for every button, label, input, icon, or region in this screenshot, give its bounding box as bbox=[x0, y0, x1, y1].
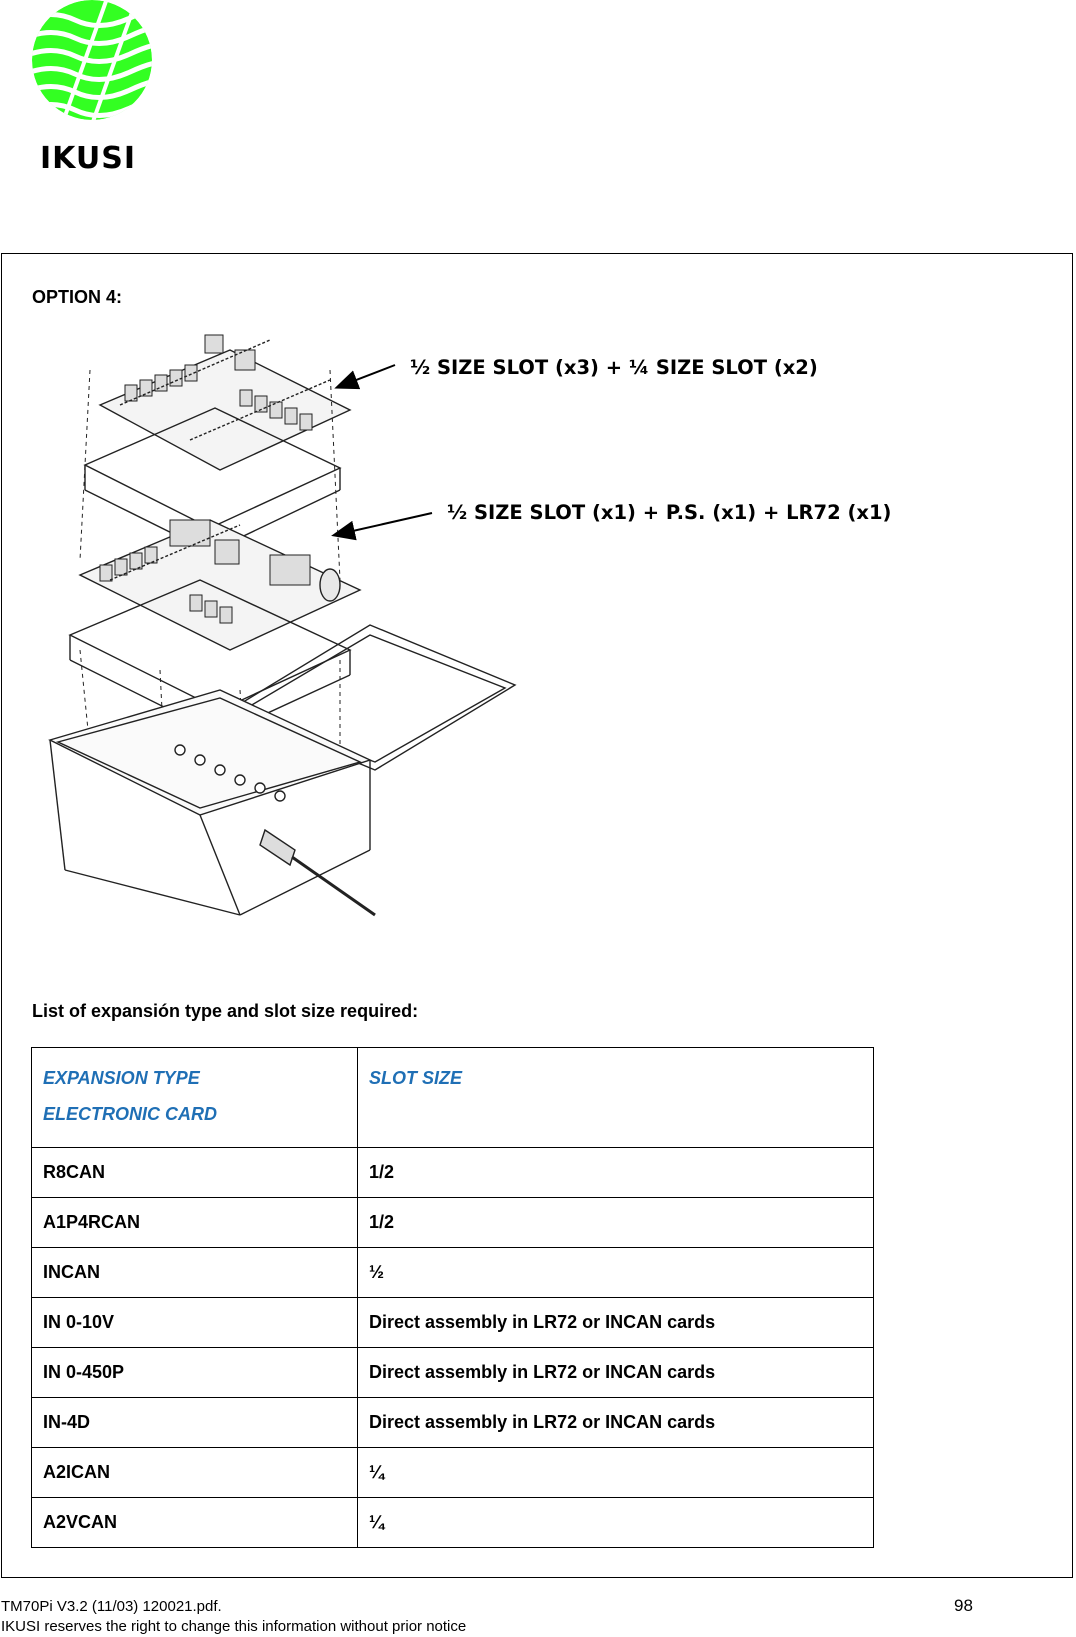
content-frame bbox=[1, 253, 1073, 1578]
ikusi-logo-mark: IKUSI bbox=[32, 0, 152, 176]
exploded-assembly-diagram bbox=[40, 330, 560, 970]
header-expansion-type-line2: ELECTRONIC CARD bbox=[43, 1104, 217, 1124]
enclosure-box bbox=[48, 689, 372, 816]
cell-type: R8CAN bbox=[31, 1147, 358, 1198]
cell-slot: 1/2 bbox=[357, 1197, 874, 1248]
table-row: IN 0-450P Direct assembly in LR72 or INC… bbox=[31, 1347, 874, 1398]
callout-middle-assembly: ½ SIZE SLOT (x1) + P.S. (x1) + LR72 (x1) bbox=[447, 501, 892, 524]
cell-type: A1P4RCAN bbox=[31, 1197, 358, 1248]
page-number: 98 bbox=[954, 1596, 973, 1615]
cell-slot: Direct assembly in LR72 or INCAN cards bbox=[357, 1397, 874, 1448]
list-title: List of expansión type and slot size req… bbox=[32, 1001, 419, 1021]
table-row: INCAN ½ bbox=[31, 1247, 874, 1298]
expansion-table: EXPANSION TYPE ELECTRONIC CARD SLOT SIZE… bbox=[31, 1047, 874, 1548]
table-row: A2ICAN ¼ bbox=[31, 1447, 874, 1498]
option-title: OPTION 4: bbox=[32, 287, 123, 307]
header-slot-size: SLOT SIZE bbox=[357, 1047, 874, 1148]
table-row: A2VCAN ¼ bbox=[31, 1497, 874, 1548]
ikusi-logo: IKUSI bbox=[30, 0, 160, 176]
table-row: IN-4D Direct assembly in LR72 or INCAN c… bbox=[31, 1397, 874, 1448]
header-expansion-type-line1: EXPANSION TYPE bbox=[43, 1068, 200, 1088]
ikusi-logo-text: IKUSI bbox=[40, 141, 136, 175]
cell-slot: ¼ bbox=[357, 1497, 874, 1548]
footer-doc-ref: TM70Pi V3.2 (11/03) 120021.pdf. bbox=[1, 1598, 222, 1615]
table-row: IN 0-10V Direct assembly in LR72 or INCA… bbox=[31, 1297, 874, 1348]
table-row: A1P4RCAN 1/2 bbox=[31, 1197, 874, 1248]
callout-upper-assembly: ½ SIZE SLOT (x3) + ¼ SIZE SLOT (x2) bbox=[410, 356, 818, 379]
header-expansion-type: EXPANSION TYPE ELECTRONIC CARD bbox=[31, 1047, 358, 1148]
cell-slot: Direct assembly in LR72 or INCAN cards bbox=[357, 1347, 874, 1398]
cell-type: IN 0-450P bbox=[31, 1347, 358, 1398]
cell-slot: Direct assembly in LR72 or INCAN cards bbox=[357, 1297, 874, 1348]
footer: TM70Pi V3.2 (11/03) 120021.pdf. IKUSI re… bbox=[1, 1597, 466, 1637]
assembly-drawing bbox=[48, 334, 517, 917]
cell-slot: 1/2 bbox=[357, 1147, 874, 1198]
cell-slot: ¼ bbox=[357, 1447, 874, 1498]
cell-type: INCAN bbox=[31, 1247, 358, 1298]
cell-type: A2ICAN bbox=[31, 1447, 358, 1498]
cell-type: A2VCAN bbox=[31, 1497, 358, 1548]
table-row: R8CAN 1/2 bbox=[31, 1147, 874, 1198]
cell-type: IN 0-10V bbox=[31, 1297, 358, 1348]
upper-board bbox=[98, 349, 352, 471]
header-slot-size-label: SLOT SIZE bbox=[369, 1068, 463, 1088]
table-header-row: EXPANSION TYPE ELECTRONIC CARD SLOT SIZE bbox=[31, 1047, 874, 1148]
footer-notice: IKUSI reserves the right to change this … bbox=[1, 1618, 467, 1635]
cell-slot: ½ bbox=[357, 1247, 874, 1298]
cell-type: IN-4D bbox=[31, 1397, 358, 1448]
